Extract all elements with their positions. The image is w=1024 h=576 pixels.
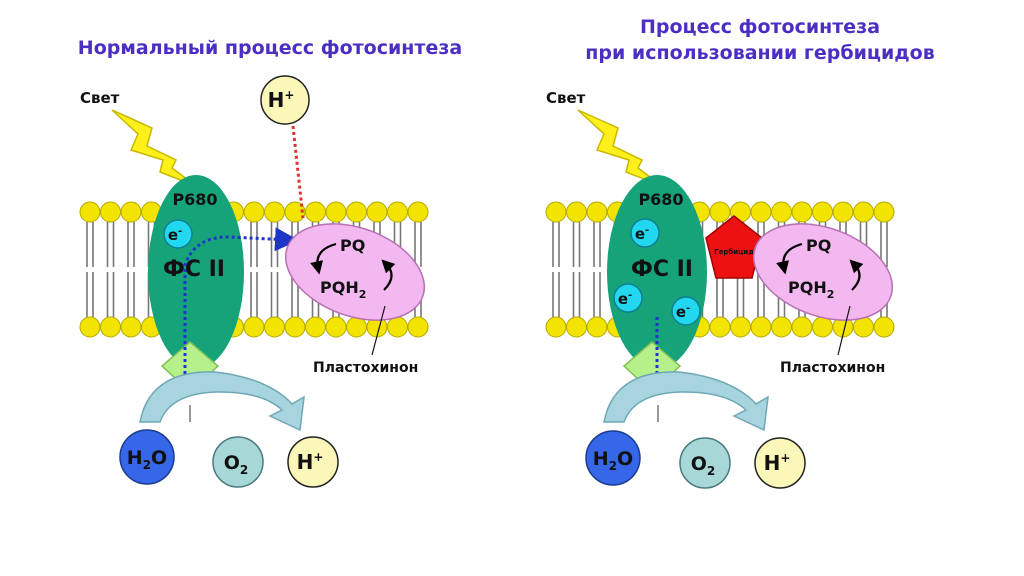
right-electron-left-label: e- — [618, 290, 632, 308]
lipid-head — [325, 201, 347, 223]
lipid-head — [407, 201, 429, 223]
right-title-line2: при использовании гербицидов — [585, 42, 935, 64]
lipid-head — [873, 201, 895, 223]
left-proton-top — [260, 75, 310, 125]
lipid-head — [79, 316, 101, 338]
right-herbicide-icon — [705, 215, 763, 279]
right-water-label: H2O — [593, 448, 633, 473]
lipid-head — [305, 316, 326, 338]
right-plastoquinone — [752, 223, 894, 321]
left-plastoquinone — [284, 223, 426, 321]
left-plastoquinone-label: Пластохинон — [313, 360, 418, 376]
right-proton-bottom-label: H+ — [764, 451, 791, 475]
right-panel-title: Процесс фотосинтеза при использовании ге… — [520, 14, 1000, 66]
right-light-label: Свет — [546, 89, 586, 107]
left-pqh2-label: PQH2 — [320, 278, 366, 301]
right-ps-label: ФС II — [631, 257, 693, 282]
left-cycle-arrow-top — [310, 242, 337, 275]
lipid-head — [771, 316, 792, 338]
left-oxygen-molecule — [212, 436, 264, 488]
left-electron — [163, 219, 193, 249]
lipid-head — [873, 316, 895, 338]
left-electron-path — [183, 227, 299, 380]
left-ps-label: ФС II — [163, 257, 225, 282]
lipid-head — [325, 316, 347, 338]
left-lightning-icon — [111, 109, 197, 187]
left-water-label: H2O — [127, 447, 167, 472]
lipid-head — [387, 201, 408, 223]
lipid-head — [586, 316, 608, 338]
lipid-head — [853, 201, 874, 223]
lipid-head — [586, 201, 608, 223]
left-water-split-arrow — [139, 371, 305, 432]
left-proton-top-label: H+ — [268, 88, 295, 112]
lipid-head — [100, 201, 121, 223]
right-cycle-arrow-bottom — [849, 259, 864, 291]
lipid-head — [709, 316, 731, 338]
left-p680-label: P680 — [172, 190, 217, 209]
right-oxygen-label: O2 — [691, 453, 716, 478]
lipid-head — [100, 316, 121, 338]
lipid-head — [566, 316, 587, 338]
right-electron-right-label: e- — [676, 303, 690, 321]
right-water-molecule — [585, 430, 641, 486]
lipid-head — [264, 201, 285, 223]
right-electron-right — [671, 296, 701, 326]
right-pqh2-label: PQH2 — [788, 278, 834, 301]
lipid-head — [387, 316, 408, 338]
right-pq-label: PQ — [806, 236, 831, 255]
lipid-head — [120, 201, 142, 223]
right-herbicide-label: Гербицид — [714, 248, 754, 256]
right-cycle-arrow-top — [776, 242, 803, 275]
left-oxygen-label: O2 — [224, 452, 249, 477]
left-proton-bottom-label: H+ — [297, 450, 324, 474]
right-water-split-arrow — [603, 371, 769, 432]
lipid-head — [832, 201, 854, 223]
lipid-head — [545, 316, 567, 338]
lipid-head — [709, 201, 731, 223]
left-light-label: Свет — [80, 89, 120, 107]
lipid-head — [264, 316, 285, 338]
lipid-head — [305, 201, 326, 223]
right-lightning-icon — [577, 109, 663, 187]
lipid-head — [812, 316, 833, 338]
left-cycle-arrow-bottom — [381, 259, 396, 291]
lipid-head — [791, 316, 813, 338]
lipid-head — [791, 201, 813, 223]
lipid-head — [366, 201, 388, 223]
left-plastoquinone-pointer — [371, 305, 386, 356]
right-proton-bottom — [754, 437, 806, 489]
right-electron-top — [630, 218, 660, 248]
right-plastoquinone-label: Пластохинон — [780, 360, 885, 376]
lipid-head — [730, 316, 751, 338]
right-electron-top-label: e- — [635, 225, 649, 243]
lipid-head — [284, 316, 306, 338]
lipid-head — [243, 316, 265, 338]
lipid-head — [79, 201, 101, 223]
lipid-head — [566, 201, 587, 223]
lipid-head — [771, 201, 792, 223]
left-proton-bottom — [287, 436, 339, 488]
lipid-head — [812, 201, 833, 223]
lipid-head — [243, 201, 265, 223]
lipid-head — [750, 316, 772, 338]
lipid-head — [545, 201, 567, 223]
lipid-head — [750, 201, 772, 223]
right-p680-label: P680 — [638, 190, 683, 209]
left-pq-label: PQ — [340, 236, 365, 255]
right-title-line1: Процесс фотосинтеза — [639, 16, 881, 38]
right-electron-left — [613, 283, 643, 313]
lipid-head — [346, 201, 367, 223]
lipid-head — [120, 316, 142, 338]
left-panel-title: Нормальный процесс фотосинтеза — [77, 37, 463, 59]
left-panel: Свет P680 ФС II e- PQ PQH2 Пластохинон H… — [79, 75, 429, 488]
right-oxygen-molecule — [679, 437, 731, 489]
left-water-molecule — [119, 429, 175, 485]
left-electron-label: e- — [168, 226, 182, 244]
lipid-head — [407, 316, 429, 338]
right-panel: Свет P680 ФС II e- e- e- Гербицид PQ PQH… — [545, 89, 895, 489]
right-plastoquinone-pointer — [837, 305, 851, 356]
